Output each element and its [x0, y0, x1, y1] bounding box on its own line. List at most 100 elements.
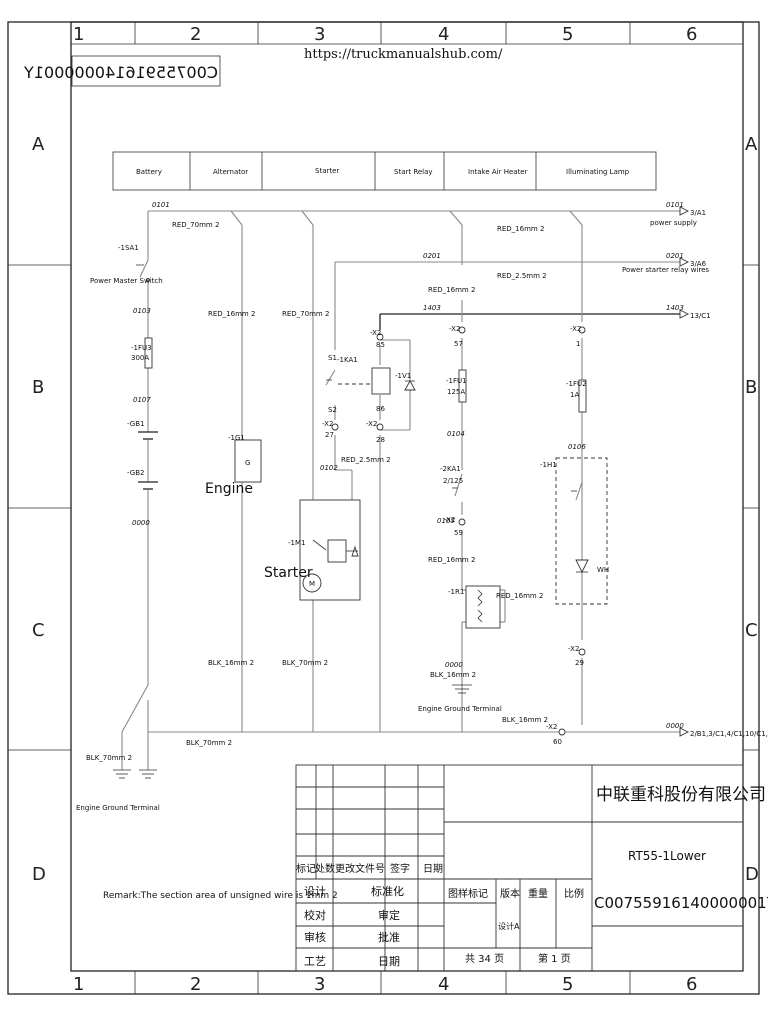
fu1-label: -1FU1 [446, 377, 467, 385]
fuse-fu1 [458, 369, 467, 403]
x2h-pin: 60 [553, 738, 562, 746]
connector-x2f [578, 326, 586, 334]
output-label-power-supply: power supply [650, 219, 697, 227]
wire-number: 0103 [133, 307, 151, 315]
wire-number: 0000 [445, 661, 463, 669]
fu3-label: -1FU3 [131, 344, 152, 352]
row-labels: A B C D A B C D [32, 134, 759, 885]
cable-spec: RED_2.5mm 2 [497, 272, 547, 280]
tb-count: 处数 [315, 862, 335, 875]
relay-contact [325, 369, 336, 386]
x2f-label: -X2 [570, 325, 581, 333]
lamp-switch [571, 481, 583, 501]
x2d-pin: 57 [454, 340, 463, 348]
col-label: 6 [686, 974, 697, 995]
tb-change-doc: 更改文件号 [335, 862, 385, 875]
connector-x2c [376, 333, 384, 341]
starter-solenoid [327, 539, 347, 563]
drawing-code: C00755916140000001Y [594, 894, 768, 912]
connector-x2a [331, 423, 339, 431]
x2g-pin: 29 [575, 659, 584, 667]
cable-spec: BLK_70mm 2 [282, 659, 328, 667]
tb-process: 工艺 [304, 955, 326, 968]
wh-label: WH [597, 566, 609, 574]
column-labels-bottom: 1 2 3 4 5 6 [73, 974, 697, 995]
tb-version: 版本 [500, 887, 520, 900]
header-start-relay: Start Relay [394, 168, 433, 176]
col-label: 4 [438, 24, 449, 45]
engine-label: Engine [205, 481, 253, 497]
x2a-pin: 27 [325, 431, 334, 439]
relay-diode [404, 380, 416, 391]
cable-spec: RED_2.5mm 2 [341, 456, 391, 464]
heater-r1 [465, 585, 501, 629]
fu2-label: -1FU2 [566, 380, 587, 388]
wire-numbers: 0101 0103 0107 0000 0201 1403 0102 0104 … [132, 201, 684, 730]
col-label: 3 [314, 24, 325, 45]
x2f-pin: 1 [576, 340, 580, 348]
tb-date: 日期 [423, 863, 443, 875]
col-label: 6 [686, 24, 697, 45]
g1-symbol: G [245, 459, 250, 467]
cable-spec: RED_16mm 2 [497, 225, 544, 233]
col-label: 2 [190, 24, 201, 45]
wire-number: 0101 [152, 201, 170, 209]
tb-date2: 日期 [378, 955, 400, 968]
x2d-label: -X2 [449, 325, 460, 333]
relay-ka2-contact [452, 473, 463, 497]
cable-spec: BLK_16mm 2 [502, 716, 548, 724]
tb-weight: 重量 [528, 887, 548, 900]
cable-spec: RED_16mm 2 [428, 556, 475, 564]
company-name: 中联重科股份有限公司 [596, 785, 766, 805]
wire-number: 0104 [447, 430, 465, 438]
function-header: Battery Alternator Starter Start Relay I… [112, 151, 657, 191]
output-ref: 13/C1 [690, 312, 711, 320]
col-label: 4 [438, 974, 449, 995]
gb2-label: -GB2 [127, 469, 144, 477]
g1-label: -1G1 [228, 434, 245, 442]
title-block [295, 764, 744, 972]
ground-icon [452, 684, 472, 694]
ka1-label: -1KA1 [337, 356, 358, 364]
tb-design: 设计 [304, 885, 326, 898]
column-labels-top: 1 2 3 4 5 6 [73, 24, 697, 45]
row-label: A [745, 134, 758, 155]
col-label: 1 [73, 974, 84, 995]
output-arrows [679, 206, 690, 737]
row-label: C [32, 620, 45, 641]
row-label: B [32, 377, 44, 398]
fu1-rating: 125A [447, 388, 465, 396]
ground-terminal-left: Engine Ground Terminal [76, 804, 160, 812]
header-illuminating-lamp: Illuminating Lamp [566, 168, 630, 176]
row-label: B [745, 377, 757, 398]
alternator-g1 [234, 439, 262, 483]
wire-number: 1403 [423, 304, 441, 312]
row-label: C [745, 620, 758, 641]
output-ref: 2/B1,3/C1,4/C1,10/C1,13/C1 [690, 730, 768, 738]
wire-number: 0201 [666, 252, 684, 260]
wire-number: 0201 [423, 252, 441, 260]
x2c-pin: 85 [376, 341, 385, 349]
tb-design-a: 设计A [498, 921, 520, 931]
header-battery: Battery [136, 168, 162, 176]
header-intake-air-heater: Intake Air Heater [468, 168, 528, 176]
tb-audit: 审核 [304, 930, 326, 944]
pin-s1: S1 [328, 354, 337, 362]
tb-sign: 签字 [390, 862, 410, 875]
power-master-switch [136, 259, 150, 282]
cable-spec: RED_70mm 2 [172, 221, 219, 229]
connector-x2e [458, 518, 466, 526]
wire-number: 0105 [437, 517, 455, 525]
tb-standardize: 标准化 [371, 884, 404, 898]
wire-number: 0000 [666, 722, 684, 730]
tb-total-pages: 共 34 页 [465, 953, 504, 965]
cable-spec: RED_16mm 2 [496, 592, 543, 600]
tb-scale: 比例 [564, 887, 584, 900]
wire-number: 0101 [666, 201, 684, 209]
m1-label: -1M1 [288, 539, 305, 547]
wire-number: 0106 [568, 443, 586, 451]
source-url: https://truckmanualshub.com/ [304, 47, 503, 62]
h1-label: -1H1 [540, 461, 557, 469]
ground-terminal-mid: Engine Ground Terminal [418, 705, 502, 713]
output-ref: 3/A1 [690, 209, 706, 217]
